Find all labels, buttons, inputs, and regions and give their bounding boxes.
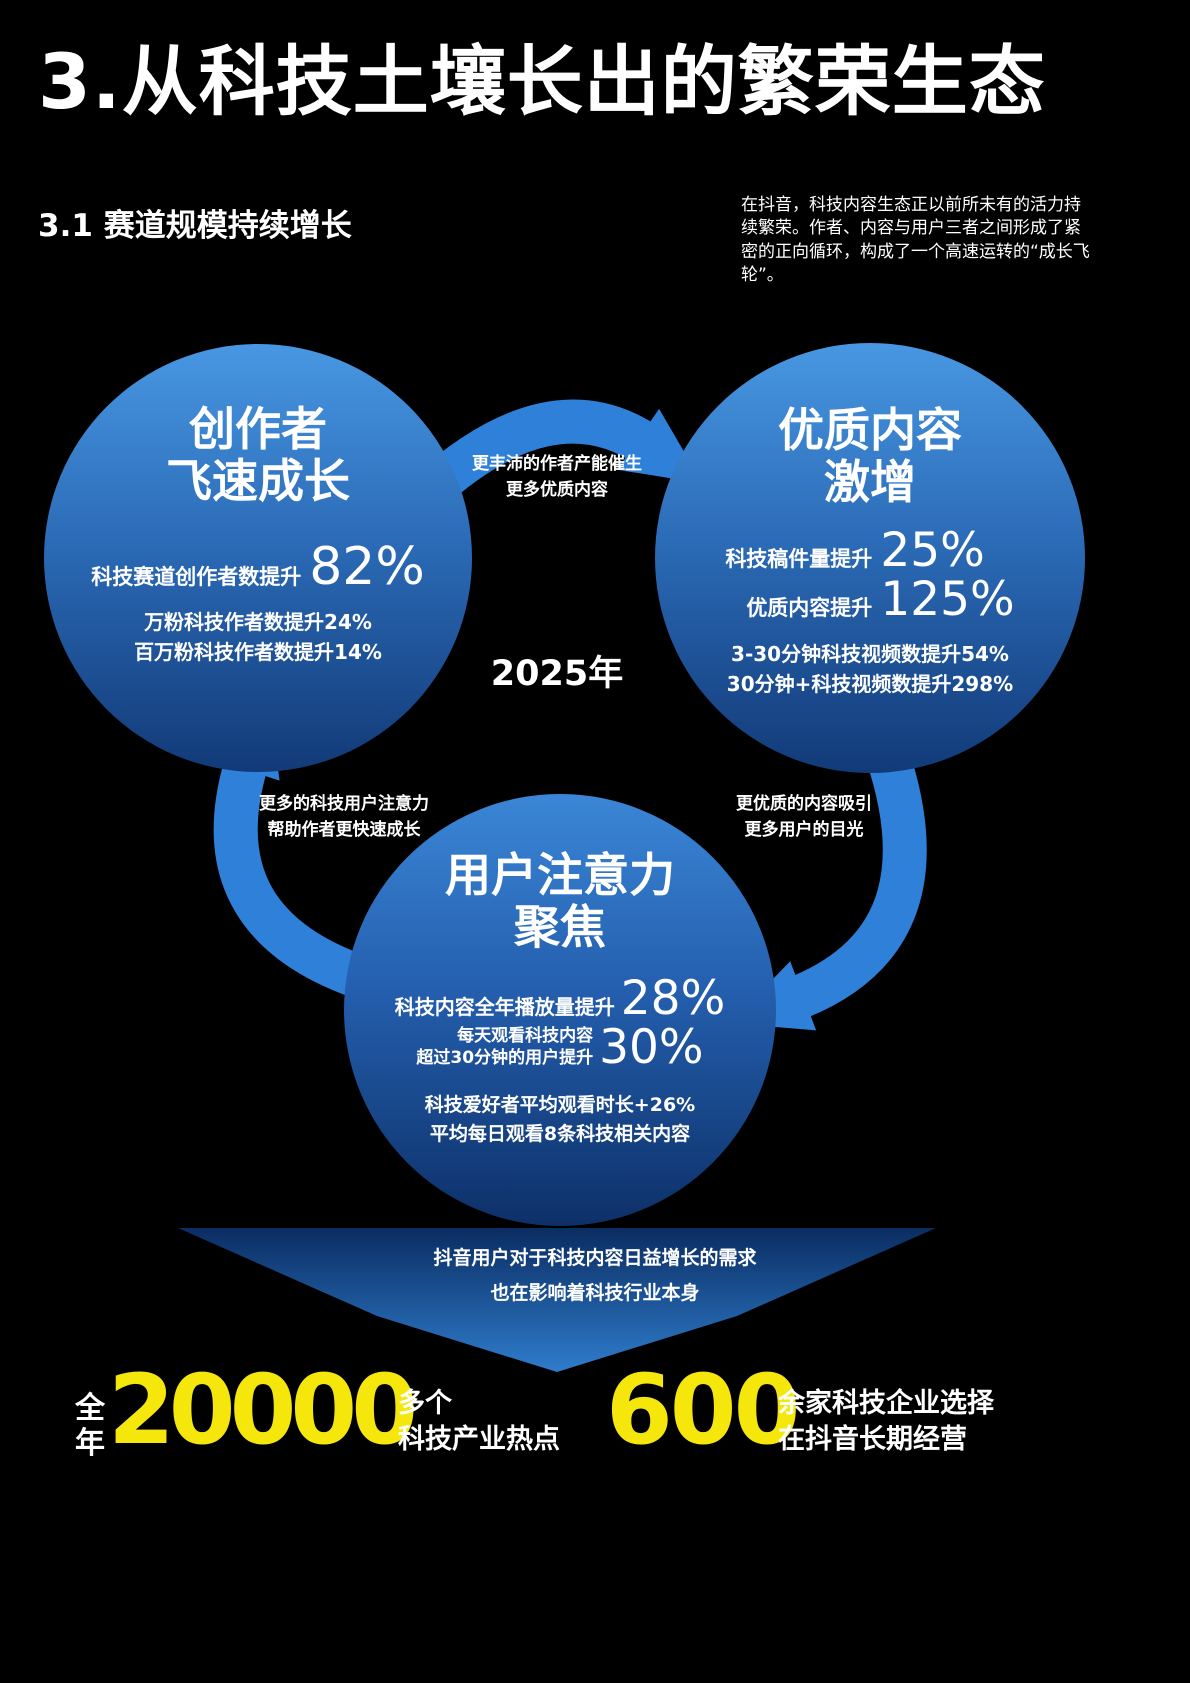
users-stats-block: 科技内容全年播放量提升 28% 每天观看科技内容 超过30分钟的用户提升 30% xyxy=(395,975,725,1071)
creators-title-line2: 飞速成长 xyxy=(166,453,350,508)
arrow-label-left-line1: 更多的科技用户注意力 xyxy=(259,794,429,814)
arrow-content-to-users xyxy=(730,740,927,1031)
users-circle-title: 用户注意力 聚焦 xyxy=(445,848,675,954)
content-title-line1: 优质内容 xyxy=(778,403,962,457)
arrow-label-top: 更丰沛的作者产能催生 更多优质内容 xyxy=(437,452,677,503)
users-sub-stat-2: 平均每日观看8条科技相关内容 xyxy=(429,1122,691,1145)
content-stat2-label: 优质内容提升 xyxy=(746,596,873,621)
conclusion-text-line2: 也在影响着科技行业本身 xyxy=(490,1282,700,1304)
page-title: 3.从科技土壤长出的繁荣生态 xyxy=(38,37,1046,126)
content-sub-stats: 3-30分钟科技视频数提升54% 30分钟+科技视频数提升298% xyxy=(727,639,1013,699)
arrow-label-top-line2: 更多优质内容 xyxy=(506,479,608,500)
footer-stat1-unit: 多个 科技产业热点 xyxy=(398,1386,560,1459)
content-stat2-value: 125% xyxy=(880,572,1015,628)
arrow-label-top-line1: 更丰沛的作者产能催生 xyxy=(472,454,642,474)
users-sub-stat-1: 科技爱好者平均观看时长+26% xyxy=(424,1094,696,1117)
arrow-label-left-line2: 帮助作者更快速成长 xyxy=(267,819,421,840)
creators-circle: 创作者 飞速成长 科技赛道创作者数提升 82% 万粉科技作者数提升24% 百万粉… xyxy=(44,344,472,772)
users-stat2-value: 30% xyxy=(599,1020,704,1076)
users-title-line2: 聚焦 xyxy=(514,899,606,954)
content-stat1-label: 科技稿件量提升 xyxy=(725,547,873,572)
users-stat1: 科技内容全年播放量提升 28% xyxy=(395,975,725,1022)
users-stat2-label-line1: 每天观看科技内容 xyxy=(457,1026,594,1047)
arrow-label-right-line2: 更多用户的目光 xyxy=(744,819,864,840)
content-sub-stat-2: 30分钟+科技视频数提升298% xyxy=(726,671,1014,696)
content-sub-stat-1: 3-30分钟科技视频数提升54% xyxy=(731,641,1009,666)
users-stat2-label-line2: 超过30分钟的用户提升 xyxy=(416,1047,594,1068)
users-stat2: 每天观看科技内容 超过30分钟的用户提升 30% xyxy=(416,1024,703,1071)
content-circle-title: 优质内容 激增 xyxy=(778,403,962,509)
footer-stat2-unit-line1: 余家科技企业选择 xyxy=(778,1388,994,1419)
content-title-line2: 激增 xyxy=(824,454,916,509)
creators-main-stat: 科技赛道创作者数提升 82% xyxy=(91,541,425,593)
creators-sub-stats: 万粉科技作者数提升24% 百万粉科技作者数提升14% xyxy=(134,607,382,667)
users-sub-stats: 科技爱好者平均观看时长+26% 平均每日观看8条科技相关内容 xyxy=(425,1091,695,1148)
users-title-line1: 用户注意力 xyxy=(445,848,675,902)
users-stat2-label: 每天观看科技内容 超过30分钟的用户提升 xyxy=(416,1026,593,1069)
footer-stat1-unit-line2: 科技产业热点 xyxy=(398,1424,560,1456)
intro-paragraph: 在抖音，科技内容生态正以前所未有的活力持续繁荣。作者、内容与用户三者之间形成了紧… xyxy=(741,195,1090,286)
creators-main-stat-value: 82% xyxy=(309,537,425,598)
users-stat1-value: 28% xyxy=(620,971,726,1027)
footer-stat2-unit: 余家科技企业选择 在抖音长期经营 xyxy=(778,1386,994,1459)
content-stat1-value: 25% xyxy=(880,523,985,579)
creators-main-stat-label: 科技赛道创作者数提升 xyxy=(91,565,302,590)
arrow-label-right-line1: 更优质的内容吸引 xyxy=(736,794,872,814)
footer-stat2-value: 600 xyxy=(606,1354,800,1466)
footer-stat2-unit-line2: 在抖音长期经营 xyxy=(778,1424,967,1456)
section-heading: 3.1 赛道规模持续增长 xyxy=(38,208,352,244)
conclusion-text-line1: 抖音用户对于科技内容日益增长的需求 xyxy=(433,1247,757,1269)
center-year-label: 2025年 xyxy=(490,654,624,694)
content-circle: 优质内容 激增 科技稿件量提升 25% 优质内容提升 125% 3-30分钟科技… xyxy=(655,343,1085,773)
creators-sub-stat-2: 百万粉科技作者数提升14% xyxy=(134,640,382,665)
arrow-label-right: 更优质的内容吸引 更多用户的目光 xyxy=(698,792,910,843)
arrow-label-left: 更多的科技用户注意力 帮助作者更快速成长 xyxy=(238,792,450,843)
footer-stat1-value: 20000 xyxy=(108,1354,418,1466)
footer-stat1-prefix: 全年 xyxy=(75,1391,105,1461)
content-stat-grid: 科技稿件量提升 25% 优质内容提升 125% xyxy=(725,526,1014,625)
footer-stat1-unit-line1: 多个 xyxy=(398,1388,452,1419)
users-circle: 用户注意力 聚焦 科技内容全年播放量提升 28% 每天观看科技内容 超过30分钟… xyxy=(344,794,776,1226)
creators-circle-title: 创作者 飞速成长 xyxy=(166,402,350,508)
creators-title-line1: 创作者 xyxy=(189,402,327,456)
users-stat1-label: 科技内容全年播放量提升 xyxy=(394,995,615,1020)
creators-sub-stat-1: 万粉科技作者数提升24% xyxy=(144,610,372,635)
